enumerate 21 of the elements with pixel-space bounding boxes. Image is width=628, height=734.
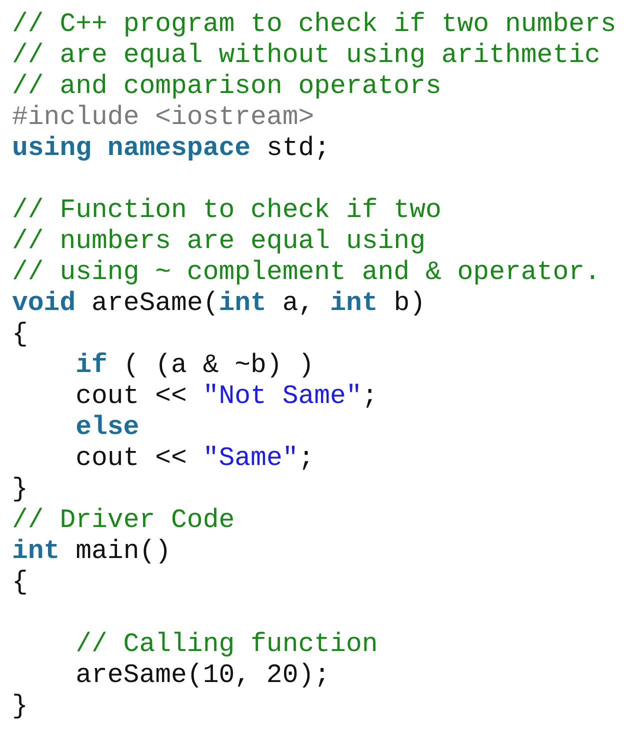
code-line: cout << "Not Same"; (76, 380, 378, 412)
code-line: cout << "Same"; (76, 442, 314, 474)
code-comment: // C++ program to check if two numbers (12, 8, 616, 40)
code-line: void areSame(int a, int b) (12, 287, 426, 319)
code-line: int main() (12, 535, 172, 567)
code-comment: // Function to check if two (12, 194, 442, 226)
code-line: else (76, 411, 140, 443)
code-line: } (12, 473, 28, 505)
code-line: using namespace std; (12, 132, 330, 164)
code-comment: // and comparison operators (12, 70, 442, 102)
code-comment: // using ~ complement and & operator. (12, 256, 600, 288)
code-line: } (12, 690, 28, 722)
code-comment: // Driver Code (12, 504, 235, 536)
code-comment: // are equal without using arithmetic (12, 39, 600, 71)
code-comment: // numbers are equal using (12, 225, 426, 257)
code-line: #include <iostream> (12, 101, 314, 133)
code-line: { (12, 318, 28, 350)
code-comment: // Calling function (76, 628, 378, 660)
code-line: if ( (a & ~b) ) (76, 349, 314, 381)
code-line: { (12, 566, 28, 598)
code-line: areSame(10, 20); (76, 659, 330, 691)
